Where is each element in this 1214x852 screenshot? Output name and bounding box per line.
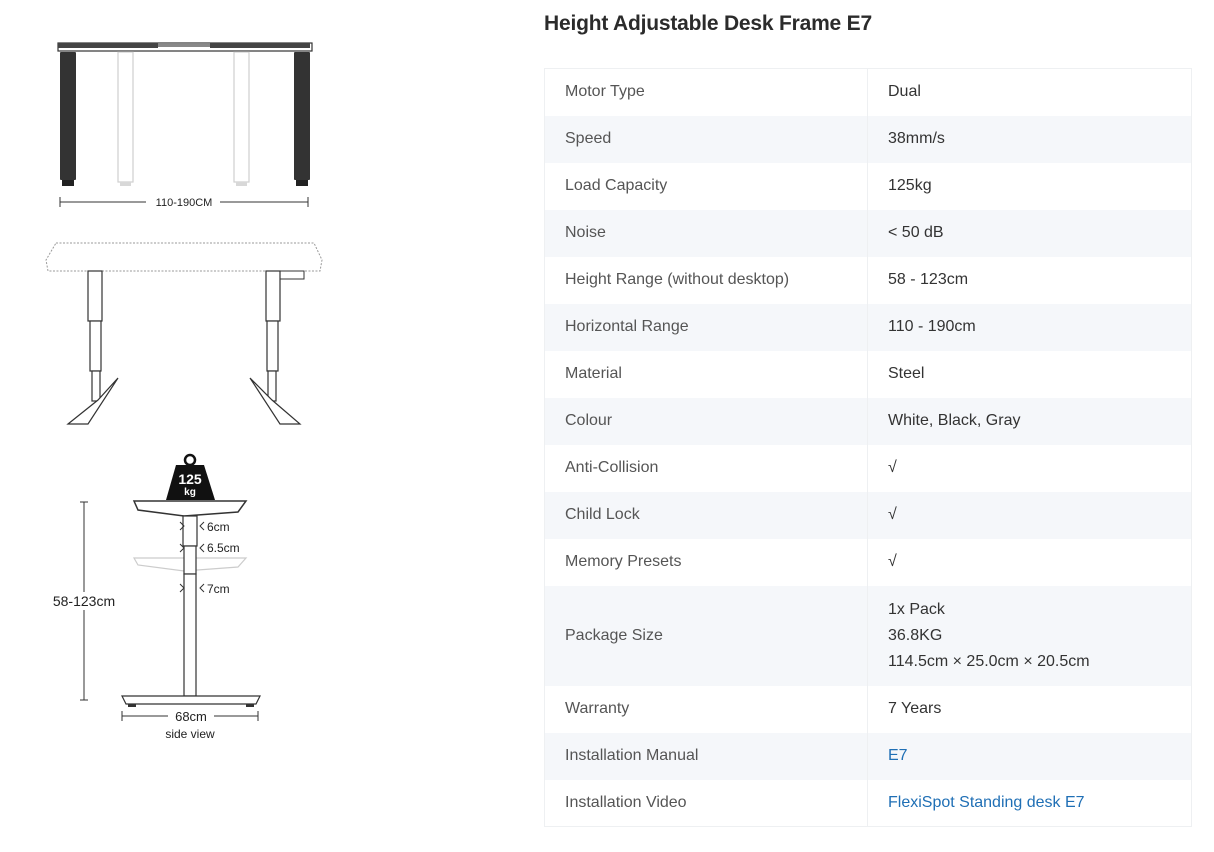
spec-row-noise: Noise< 50 dB <box>544 209 1192 257</box>
spec-label: Warranty <box>544 685 868 733</box>
spec-row-warranty: Warranty 7 Years <box>544 685 1192 733</box>
spec-label: Height Range (without desktop) <box>544 256 868 304</box>
installation-manual-link[interactable]: E7 <box>888 747 908 764</box>
spec-value: 7 Years <box>888 700 942 717</box>
dim-6cm-label: 6cm <box>207 520 230 534</box>
spec-value: 1x Pack 36.8KG 114.5cm × 25.0cm × 20.5cm <box>867 585 1192 686</box>
spec-value: 38mm/s <box>867 115 1192 163</box>
spec-value: 110 - 190cm <box>867 303 1192 351</box>
spec-value: Steel <box>888 365 925 382</box>
side-view-caption: side view <box>165 727 215 741</box>
spec-label: Motor Type <box>544 68 868 116</box>
spec-value: Dual <box>888 83 921 101</box>
spec-value: √ <box>888 553 897 570</box>
spec-row-material: Material Steel <box>544 350 1192 398</box>
spec-value: 125kg <box>888 177 932 194</box>
spec-value: White, Black, Gray <box>867 397 1192 445</box>
spec-row-motor-type: Motor Type Dual <box>544 68 1192 116</box>
desk-perspective-illustration <box>45 242 323 425</box>
spec-row-anti-collision: Anti-Collision √ <box>544 444 1192 492</box>
spec-label: Anti-Collision <box>544 444 868 492</box>
spec-label: Installation Manual <box>544 732 868 780</box>
spec-label: Noise <box>544 209 868 257</box>
installation-video-link[interactable]: FlexiSpot Standing desk E7 <box>888 793 1085 811</box>
spec-row-height-range-without-desktop: Height Range (without desktop) 58 - 123cm <box>544 256 1192 304</box>
dim-65cm-label: 6.5cm <box>207 541 240 555</box>
spec-label: Child Lock <box>544 491 868 539</box>
spec-label: Horizontal Range <box>544 303 868 351</box>
spec-value: FlexiSpot Standing desk E7 <box>868 780 1192 827</box>
spec-value-line: 36.8KG <box>888 626 943 644</box>
spec-value-line: 114.5cm × 25.0cm × 20.5cm <box>888 652 1090 670</box>
base-width-label: 68cm <box>175 709 207 724</box>
spec-value: 58 - 123cm <box>888 271 969 288</box>
frame-front-view-illustration: 110-190CM <box>57 42 313 209</box>
height-range-label: 58-123cm <box>53 593 115 609</box>
spec-label: Speed <box>544 115 868 163</box>
spec-label: Material <box>544 350 868 398</box>
spec-value-line: 1x Pack <box>888 600 945 618</box>
spec-value: E7 <box>867 732 1192 780</box>
spec-label: Installation Video <box>544 779 868 827</box>
spec-row-child-lock: Child Lock√ <box>544 491 1192 539</box>
weight-icon: 125 kg <box>166 453 215 500</box>
spec-value: < 50 dB <box>867 209 1192 257</box>
spec-value: √ <box>888 459 897 476</box>
spec-label: Package Size <box>544 585 868 686</box>
spec-row-installation-video: Installation Video FlexiSpot Standing des… <box>544 779 1192 827</box>
weight-value-label: 125 <box>178 471 202 487</box>
page-title: Height Adjustable Desk Frame E7 <box>544 12 872 35</box>
product-illustrations: 110-190CM 125 kg <box>0 0 520 852</box>
dim-7cm-label: 7cm <box>207 582 230 596</box>
spec-label: Colour <box>544 397 868 445</box>
spec-label: Memory Presets <box>544 538 868 586</box>
side-view-illustration: 125 kg 6cm 6.5cm 7cm 58-123cm <box>48 453 261 741</box>
spec-row-package-size: Package Size 1x Pack 36.8KG 114.5cm × 25.0c… <box>544 585 1192 686</box>
spec-row-installation-manual: Installation Manual E7 <box>544 732 1192 780</box>
frame-width-label: 110-190CM <box>156 197 213 209</box>
spec-row-memory-presets: Memory Presets √ <box>544 538 1192 586</box>
spec-row-load-capacity: Load Capacity 125kg <box>544 162 1192 210</box>
weight-unit-label: kg <box>184 487 196 498</box>
spec-value: √ <box>867 491 1192 539</box>
spec-label: Load Capacity <box>544 162 868 210</box>
